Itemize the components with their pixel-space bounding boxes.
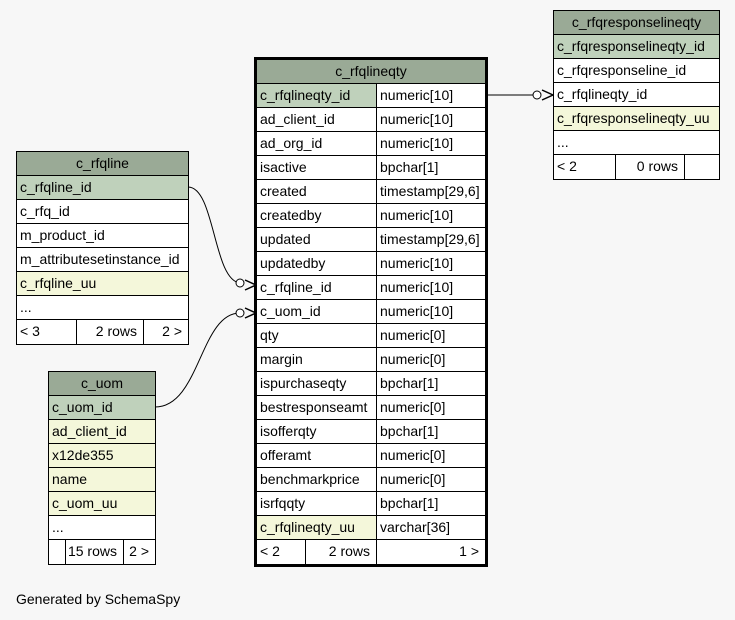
column-name: isactive bbox=[257, 156, 377, 180]
table-title[interactable]: c_rfqline bbox=[17, 152, 188, 176]
table-c-rfqlineqty[interactable]: c_rfqlineqty c_rfqlineqty_id numeric[10]… bbox=[254, 57, 488, 567]
column-name: offeramt bbox=[257, 444, 377, 468]
column-type: numeric[0] bbox=[377, 348, 485, 372]
column-name: c_rfqresponselineqty_id bbox=[554, 35, 719, 59]
column-name: updatedby bbox=[257, 252, 377, 276]
column-name: c_rfqresponselineqty_uu bbox=[554, 107, 719, 131]
column-type: numeric[10] bbox=[377, 108, 485, 132]
generated-by-note: Generated by SchemaSpy bbox=[16, 591, 181, 607]
column-name: updated bbox=[257, 228, 377, 252]
column-name: name bbox=[49, 468, 155, 492]
more-columns: ... bbox=[17, 296, 188, 320]
column-name: ad_client_id bbox=[49, 420, 155, 444]
row-count: 2 rows bbox=[306, 540, 377, 564]
children-count[interactable]: 2 > bbox=[144, 320, 188, 344]
table-c-rfqresponselineqty[interactable]: c_rfqresponselineqty c_rfqresponselineqt… bbox=[553, 10, 720, 180]
table-title[interactable]: c_rfqlineqty bbox=[257, 60, 485, 84]
parents-count[interactable]: < 3 bbox=[17, 320, 77, 344]
column-name: c_rfqline_uu bbox=[17, 272, 188, 296]
column-type: numeric[10] bbox=[377, 252, 485, 276]
table-c-uom[interactable]: c_uom c_uom_id ad_client_id x12de355 nam… bbox=[48, 371, 156, 565]
children-count[interactable]: 1 > bbox=[377, 540, 485, 564]
column-name: margin bbox=[257, 348, 377, 372]
children-count[interactable]: 2 > bbox=[124, 540, 155, 564]
column-name: c_uom_uu bbox=[49, 492, 155, 516]
relation-rfqline-to-rfqlineqty bbox=[187, 186, 241, 284]
column-name: ispurchaseqty bbox=[257, 372, 377, 396]
parents-count bbox=[49, 540, 66, 564]
parents-count[interactable]: < 2 bbox=[257, 540, 306, 564]
row-count: 2 rows bbox=[77, 320, 144, 344]
column-type: varchar[36] bbox=[377, 516, 485, 540]
column-type: bpchar[1] bbox=[377, 156, 485, 180]
column-name: isrfqqty bbox=[257, 492, 377, 516]
table-title[interactable]: c_rfqresponselineqty bbox=[554, 11, 719, 35]
column-name: ad_client_id bbox=[257, 108, 377, 132]
column-name: isofferqty bbox=[257, 420, 377, 444]
column-name: c_rfqlineqty_uu bbox=[257, 516, 377, 540]
relation-response-crowfoot bbox=[541, 89, 555, 101]
row-count: 15 rows bbox=[66, 540, 124, 564]
column-name: c_rfqlineqty_id bbox=[257, 84, 377, 108]
column-name: createdby bbox=[257, 204, 377, 228]
column-name: c_rfq_id bbox=[17, 200, 188, 224]
column-type: numeric[0] bbox=[377, 444, 485, 468]
column-name: c_rfqline_id bbox=[17, 176, 188, 200]
column-name: c_rfqlineqty_id bbox=[554, 83, 719, 107]
column-type: numeric[10] bbox=[377, 276, 485, 300]
column-type: bpchar[1] bbox=[377, 372, 485, 396]
column-type: numeric[10] bbox=[377, 300, 485, 324]
column-name: bestresponseamt bbox=[257, 396, 377, 420]
more-columns: ... bbox=[554, 131, 719, 155]
column-name: x12de355 bbox=[49, 444, 155, 468]
table-c-rfqline[interactable]: c_rfqline c_rfqline_id c_rfq_id m_produc… bbox=[16, 151, 189, 345]
column-name: m_product_id bbox=[17, 224, 188, 248]
column-name: m_attributesetinstance_id bbox=[17, 248, 188, 272]
column-type: bpchar[1] bbox=[377, 420, 485, 444]
column-type: timestamp[29,6] bbox=[377, 180, 485, 204]
column-type: numeric[0] bbox=[377, 468, 485, 492]
column-name: qty bbox=[257, 324, 377, 348]
column-type: numeric[0] bbox=[377, 324, 485, 348]
row-count: 0 rows bbox=[616, 155, 685, 179]
relation-uom-optional-marker bbox=[235, 308, 245, 318]
table-title[interactable]: c_uom bbox=[49, 372, 155, 396]
column-name: ad_org_id bbox=[257, 132, 377, 156]
column-name: benchmarkprice bbox=[257, 468, 377, 492]
children-count bbox=[685, 155, 719, 179]
column-name: c_uom_id bbox=[49, 396, 155, 420]
column-type: numeric[10] bbox=[377, 84, 485, 108]
column-type: numeric[10] bbox=[377, 204, 485, 228]
column-type: bpchar[1] bbox=[377, 492, 485, 516]
column-type: numeric[10] bbox=[377, 132, 485, 156]
column-name: c_uom_id bbox=[257, 300, 377, 324]
column-type: timestamp[29,6] bbox=[377, 228, 485, 252]
column-name: created bbox=[257, 180, 377, 204]
column-name: c_rfqline_id bbox=[257, 276, 377, 300]
column-name: c_rfqresponseline_id bbox=[554, 59, 719, 83]
column-type: numeric[0] bbox=[377, 396, 485, 420]
relation-response-optional-marker bbox=[532, 90, 542, 100]
more-columns: ... bbox=[49, 516, 155, 540]
parents-count[interactable]: < 2 bbox=[554, 155, 616, 179]
relation-rfqline-optional-marker bbox=[235, 278, 245, 288]
